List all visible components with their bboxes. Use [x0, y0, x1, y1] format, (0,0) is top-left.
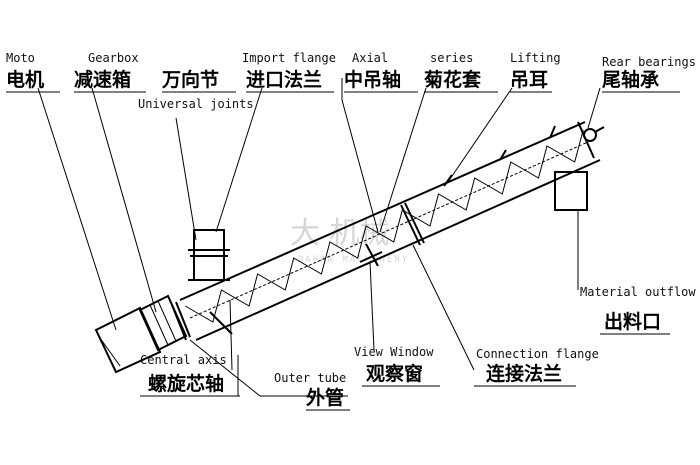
spiral-flight-line	[184, 129, 584, 323]
label-universal-joints-zh: 万向节	[161, 68, 219, 91]
label-universal-joints-en: Universal joints	[138, 97, 254, 111]
motor-body	[94, 306, 162, 374]
label-lifting: Lifting 吊耳	[510, 51, 561, 91]
label-motor: Moto 电机	[6, 51, 44, 91]
label-gearbox: Gearbox 减速箱	[74, 51, 139, 91]
label-rear-bearings-en: Rear bearings	[602, 55, 696, 69]
label-material-outflow: Material outflow 出料口	[580, 285, 696, 333]
conveyor-tube	[179, 121, 601, 341]
label-axial: Axial 中吊轴	[344, 51, 401, 91]
label-central-axis-en: Central axis	[140, 353, 227, 367]
label-gearbox-en: Gearbox	[88, 51, 139, 65]
label-import-flange-zh: 进口法兰	[246, 68, 322, 91]
tube-flanges	[171, 121, 595, 341]
label-universal-joints: 万向节 Universal joints	[138, 68, 254, 111]
inlet-hopper	[188, 229, 230, 281]
label-outer-tube-zh: 外管	[306, 386, 344, 409]
label-series-zh: 菊花套	[424, 68, 482, 91]
label-axial-en: Axial	[352, 51, 388, 65]
spiral-flights	[184, 129, 589, 323]
label-rear-bearings-zh: 尾轴承	[602, 68, 659, 91]
label-connection-flange: Connection flange 连接法兰	[476, 347, 599, 385]
label-lifting-en: Lifting	[510, 51, 561, 65]
label-underlines	[6, 91, 680, 411]
label-lifting-zh: 吊耳	[510, 69, 548, 91]
label-series-en: series	[430, 51, 473, 65]
watermark-subtext: DAHAN MACHINERY	[298, 255, 409, 265]
material-outlet	[554, 171, 588, 211]
leader-lines	[37, 78, 601, 397]
label-material-outflow-zh: 出料口	[604, 310, 661, 333]
label-motor-zh: 电机	[6, 68, 44, 91]
label-motor-en: Moto	[6, 51, 35, 65]
label-outer-tube-en: Outer tube	[274, 371, 346, 385]
gearbox-body	[138, 294, 188, 352]
rear-bearing	[583, 126, 605, 142]
label-central-axis: Central axis 螺旋芯轴	[140, 353, 227, 395]
label-material-outflow-en: Material outflow	[580, 285, 696, 299]
label-view-window-en: View Window	[354, 345, 434, 359]
label-gearbox-zh: 减速箱	[74, 68, 131, 91]
lifting-lugs	[443, 125, 556, 187]
label-view-window-zh: 观察窗	[366, 362, 423, 385]
label-series: series 菊花套	[424, 51, 482, 91]
label-rear-bearings: Rear bearings 尾轴承	[602, 55, 696, 91]
label-import-flange: Import flange 进口法兰	[242, 51, 336, 91]
central-axis-line	[189, 141, 589, 319]
label-central-axis-zh: 螺旋芯轴	[148, 372, 224, 395]
label-axial-zh: 中吊轴	[344, 68, 401, 91]
label-import-flange-en: Import flange	[242, 51, 336, 65]
label-outer-tube: Outer tube 外管	[274, 371, 346, 409]
label-view-window: View Window 观察窗	[354, 345, 434, 385]
label-connection-flange-zh: 连接法兰	[486, 362, 562, 385]
label-connection-flange-en: Connection flange	[476, 347, 599, 361]
